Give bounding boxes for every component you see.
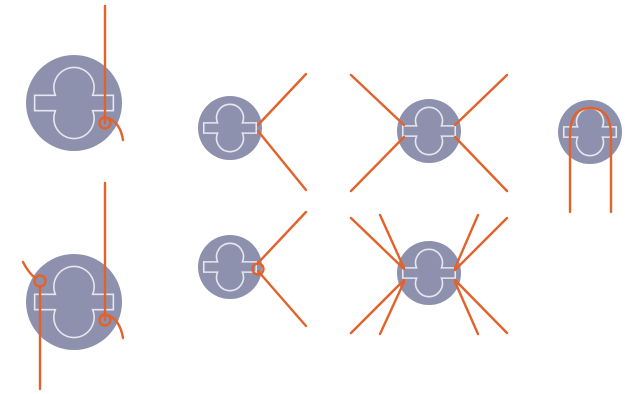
cord-knot-left [33,274,47,288]
cord-lower-left [349,135,406,193]
cord-fan-2 [378,213,406,270]
disc-body [26,254,122,350]
disc-outline [401,248,457,298]
disc-outline [562,107,618,157]
cord-knot [251,262,265,276]
cord-knot-right [98,313,112,327]
disc-four-cords-crossing [349,73,509,193]
disc-two-cords-diverging [198,72,308,192]
cord-fan-1 [349,216,406,271]
disc-body [397,241,461,305]
cord-upper-left [349,73,406,127]
cord-fan-6 [453,216,509,272]
disc-looped-cord-two-ends [558,100,622,214]
cord-knot [98,116,112,130]
disc-two-cords-diverging-knotted [198,210,308,328]
disc-outline [33,66,115,140]
cord-lower [256,129,308,192]
cord-tail-right [106,313,125,340]
disc-body [198,235,262,299]
cord-fan-7 [453,280,480,336]
disc-eight-cords-fanned [349,213,509,336]
cord-loop [568,106,613,214]
disc-outline [33,265,115,339]
disc-body [397,99,461,163]
cord-lower-right [453,135,509,193]
cord-upper-right [453,73,509,127]
cord-lower [256,269,308,328]
disc-body [26,55,122,151]
disc-single-vertical-cord-knotted [26,4,125,151]
disc-outline [202,103,258,153]
cord-fan-4 [378,280,406,336]
cord-fan-3 [349,278,406,335]
cord-upper [256,72,308,127]
disc-outline [202,242,258,292]
cord-tail [106,116,125,142]
disc-single-vertical-cord-two-knots [21,181,125,391]
cord-fan-5 [453,213,480,270]
cord-upper [256,210,308,265]
disc-body [558,100,622,164]
disc-body [198,96,262,160]
cord-fan-8 [453,278,509,335]
cord-tail-left [21,260,37,280]
